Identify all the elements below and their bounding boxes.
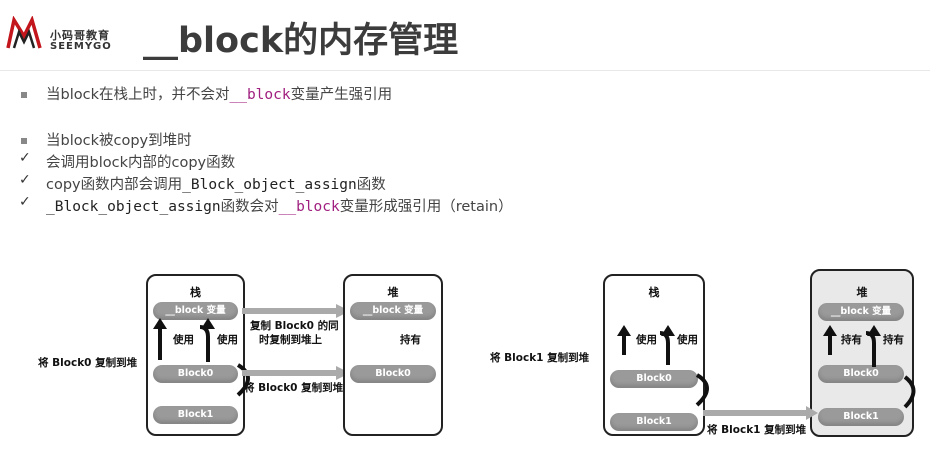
check-icon: ✓	[19, 194, 31, 210]
square-bullet-icon	[21, 138, 27, 144]
left-heap-block-var: __block 变量	[350, 302, 436, 320]
plain-text: 变量产生强引用	[290, 87, 393, 103]
keyword-text: __block	[278, 199, 340, 215]
right-stack-title: 栈	[648, 286, 660, 299]
seemygo-logo-icon	[6, 16, 42, 49]
left-stack-block-var: __block 变量	[153, 302, 238, 320]
right-heap-box: 堆 __block 变量 Block0 Block1	[810, 269, 914, 437]
check-icon: ✓	[19, 150, 31, 166]
bullet-text: 会调用block内部的copy函数	[46, 151, 235, 172]
left-heap-block0: Block0	[350, 365, 436, 383]
logo: 小码哥教育 SEEMYGO	[6, 12, 131, 58]
left-stack-box: 栈 __block 变量 Block0 Block1	[146, 274, 245, 436]
right-hold-label-1: 持有	[841, 334, 862, 346]
keyword-text: __block	[229, 87, 291, 103]
right-heap-block0: Block0	[818, 365, 904, 383]
page-title: __block的内存管理	[143, 21, 459, 61]
right-heap-block1: Block1	[818, 408, 904, 426]
right-stack-block0: Block0	[610, 370, 698, 388]
left-stack-title: 栈	[190, 286, 201, 299]
left-stack-block1: Block1	[153, 406, 238, 424]
right-use-label-2: 使用	[677, 334, 698, 346]
logo-cn: 小码哥教育	[50, 29, 110, 42]
left-heap-title: 堆	[387, 286, 399, 299]
square-bullet-icon	[21, 92, 27, 98]
right-use-label-1: 使用	[636, 334, 657, 346]
plain-text: 当block被copy到堆时	[46, 133, 192, 149]
plain-text: 会调用block内部的copy函数	[46, 155, 236, 171]
left-hold-label: 持有	[400, 334, 421, 346]
bullet-text: 当block在栈上时，并不会对__block变量产生强引用	[46, 83, 392, 104]
plain-text: 函数	[356, 177, 386, 193]
left-side-label: 将 Block0 复制到堆	[38, 357, 138, 369]
bullet-text: _Block_object_assign函数会对__block变量形成强引用（r…	[46, 195, 513, 216]
right-side-label: 将 Block1 复制到堆	[490, 352, 590, 364]
logo-en: SEEMYGO	[50, 41, 112, 52]
left-copy-note-1: 复制 Block0 的同	[250, 320, 339, 332]
right-heap-title: 堆	[856, 286, 868, 299]
left-heap-box: 堆 __block 变量 Block0	[343, 274, 443, 436]
diagram-right: 将 Block1 复制到堆 栈 Block0 Block1 堆 __block …	[460, 265, 930, 445]
plain-text: copy函数内部会调用	[46, 177, 183, 193]
code-text: _Block_object_assign	[182, 177, 357, 193]
left-use-label-2: 使用	[217, 334, 238, 346]
right-stack-box: 栈 Block0 Block1	[603, 274, 705, 436]
left-copy-note-2: 时复制到堆上	[259, 334, 322, 346]
header: 小码哥教育 SEEMYGO __block的内存管理	[0, 0, 930, 71]
left-stack-block0: Block0	[153, 365, 238, 383]
left-copy-arrow-label: 将 Block0 复制到堆	[244, 382, 344, 394]
left-use-label-1: 使用	[173, 334, 194, 346]
plain-text: 函数会对	[220, 199, 279, 215]
diagram-left: 将 Block0 复制到堆 栈 __block 变量 Block0 Block1…	[0, 265, 460, 445]
right-heap-block-var: __block 变量	[818, 303, 904, 321]
right-copy-arrow-label: 将 Block1 复制到堆	[707, 424, 807, 436]
check-icon: ✓	[19, 172, 31, 188]
bullet-text: 当block被copy到堆时	[46, 129, 192, 150]
plain-text: 当block在栈上时，并不会对	[46, 87, 230, 103]
right-hold-label-2: 持有	[883, 334, 904, 346]
right-stack-block1: Block1	[610, 413, 698, 431]
plain-text: 变量形成强引用（retain）	[339, 199, 513, 215]
right-arrows	[617, 325, 916, 420]
bullet-text: copy函数内部会调用_Block_object_assign函数	[46, 173, 386, 194]
code-text: _Block_object_assign	[46, 199, 221, 215]
